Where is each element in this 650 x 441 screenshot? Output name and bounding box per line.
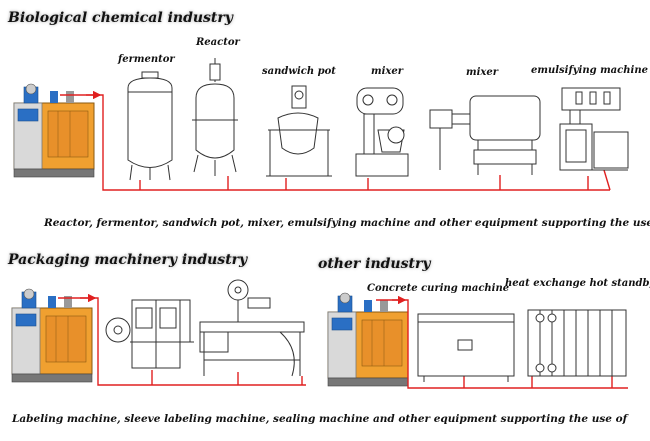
mixer-icon bbox=[355, 87, 409, 177]
horizontal-mixer-icon bbox=[429, 95, 541, 175]
bio-section-title: Biological chemical industry bbox=[8, 10, 233, 26]
emulsifying-machine-icon bbox=[559, 87, 629, 171]
other-section-title: other industry bbox=[318, 256, 431, 272]
bio-caption: Reactor, fermentor, sandwich pot, mixer,… bbox=[44, 217, 650, 229]
sandwich-pot-label: sandwich pot bbox=[262, 66, 336, 77]
steam-generator-icon bbox=[13, 83, 95, 178]
fermentor-icon bbox=[127, 71, 173, 181]
packaging-section-title: Packaging machinery industry bbox=[8, 252, 248, 268]
heat-exchanger-icon bbox=[527, 309, 627, 377]
steam-pipe-top bbox=[60, 90, 611, 191]
heat-exchange-label: heat exchange hot standby bbox=[505, 278, 650, 289]
labeling-machine-icon bbox=[199, 279, 305, 377]
steam-generator-icon bbox=[327, 292, 409, 387]
sleeve-labeling-machine-icon bbox=[105, 299, 194, 369]
concrete-curing-machine-label: Concrete curing machine bbox=[367, 283, 510, 294]
steam-pipe-other bbox=[376, 295, 628, 389]
fermentor-label: fermentor bbox=[118, 54, 175, 65]
steam-generator-icon bbox=[11, 288, 93, 383]
reactor-icon bbox=[192, 58, 238, 176]
sandwich-pot-icon bbox=[266, 85, 332, 177]
mixer-label-1: mixer bbox=[371, 66, 403, 77]
steam-pipe-packaging bbox=[58, 293, 306, 386]
reactor-label: Reactor bbox=[196, 37, 240, 48]
mixer-label-2: mixer bbox=[466, 67, 498, 78]
emulsifying-machine-label: emulsifying machine bbox=[531, 65, 648, 76]
concrete-curing-machine-icon bbox=[417, 313, 515, 382]
packaging-caption: Labeling machine, sleeve labeling machin… bbox=[12, 413, 628, 425]
